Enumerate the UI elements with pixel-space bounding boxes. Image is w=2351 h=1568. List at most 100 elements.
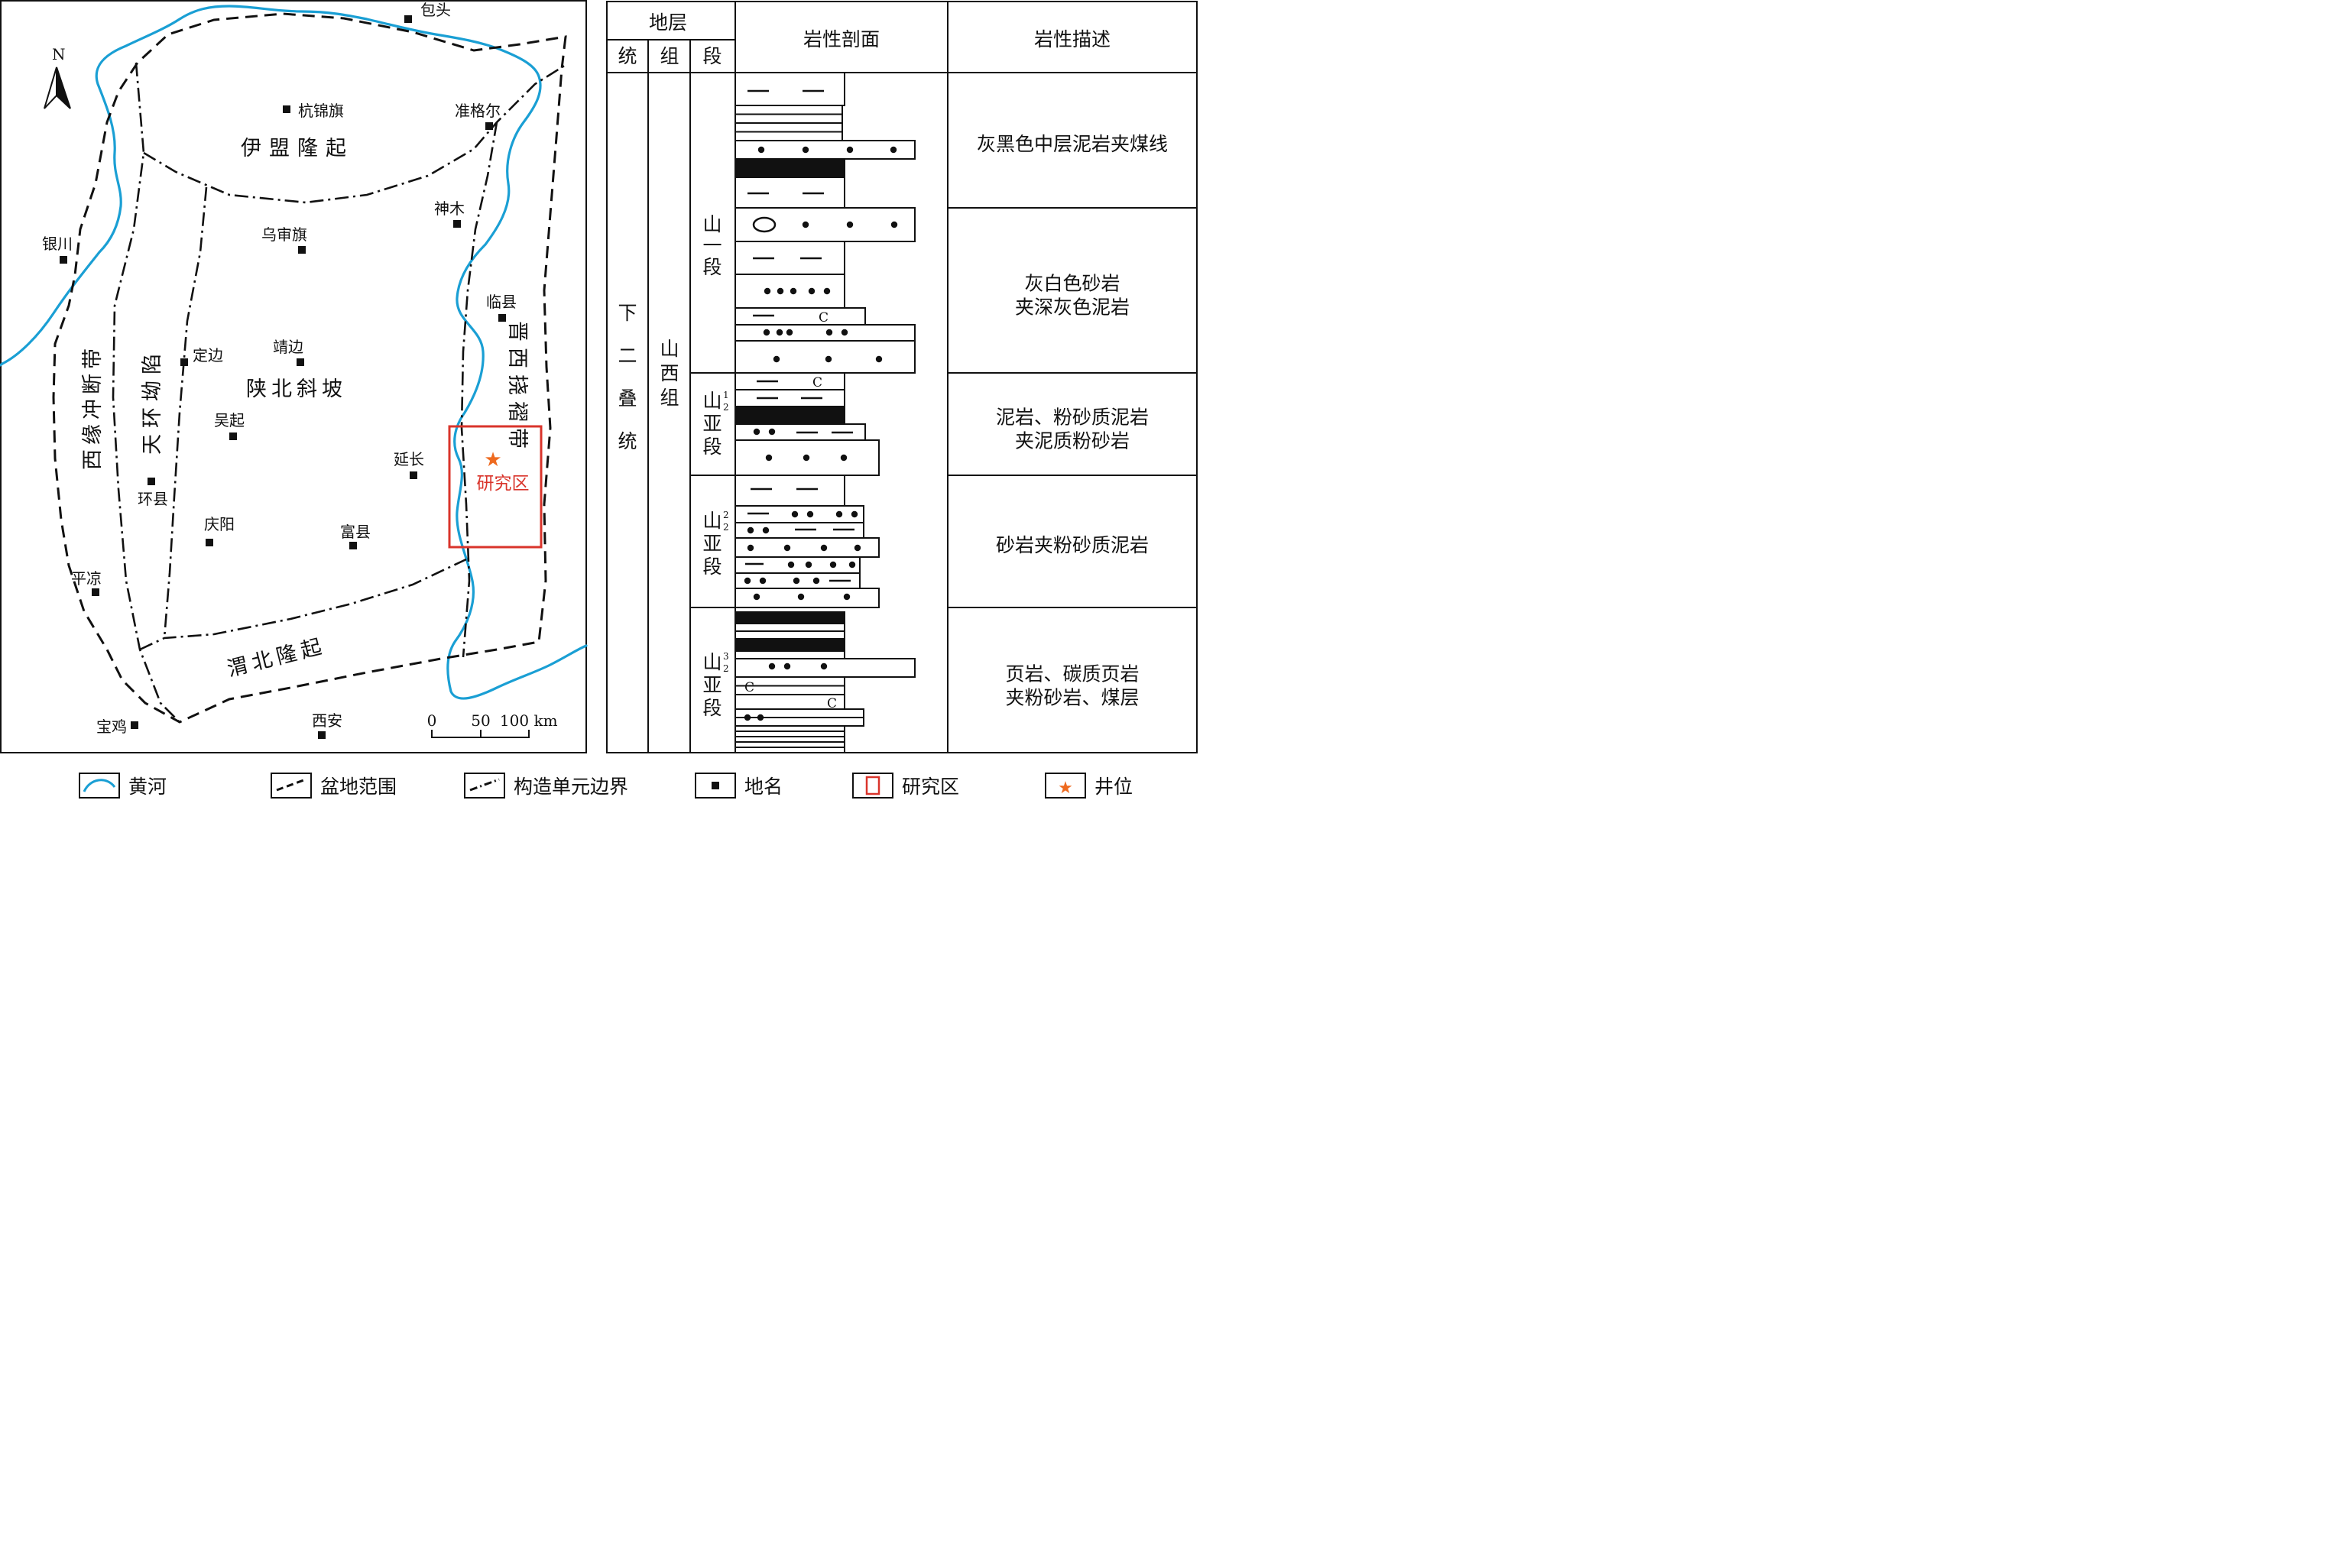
yimeng-uplift-label: 伊盟隆起 bbox=[241, 137, 354, 160]
study-area-box bbox=[448, 425, 543, 549]
series-name-char-0: 下 bbox=[618, 302, 637, 324]
layer-siltmud-4-dot-1 bbox=[805, 561, 812, 569]
layer-mudstone-5 bbox=[734, 475, 845, 507]
place-wushenqi-marker bbox=[298, 246, 306, 254]
layer-sandstone-4-dot-1 bbox=[783, 544, 791, 552]
member-shan22-char-2: 段 bbox=[702, 556, 722, 578]
place-shenmu-marker bbox=[453, 220, 461, 228]
place-baotou-name: 包头 bbox=[420, 1, 451, 19]
header-formation: 组 bbox=[660, 45, 679, 67]
layer-siltmud-1-dot-1 bbox=[768, 428, 776, 436]
place-huanxian-name: 环县 bbox=[138, 490, 168, 508]
north-arrow: N bbox=[44, 45, 71, 109]
layer-sandstone-4-dot-3 bbox=[854, 544, 861, 552]
layer-sandstone-4-dot-2 bbox=[820, 544, 828, 552]
member-shan21-sub: 2 bbox=[723, 402, 729, 413]
layer-sandstone-1 bbox=[734, 140, 916, 160]
layer-siltmud-2-dot-2 bbox=[835, 510, 843, 518]
layer-sandstone-2 bbox=[734, 340, 916, 374]
layer-sandstone-1-dot-1 bbox=[802, 146, 809, 154]
formation-name-char-2: 组 bbox=[660, 387, 679, 409]
layer-siltstone-2-dot-2 bbox=[786, 329, 793, 336]
layer-sandstone-3-dot-1 bbox=[803, 454, 810, 462]
place-jingbian-name: 靖边 bbox=[273, 338, 303, 356]
member-shan1-char-2: 段 bbox=[702, 256, 722, 278]
place-hangjinqi-marker bbox=[283, 105, 290, 113]
member-shan22-char-0: 山 bbox=[702, 510, 722, 532]
place-xian-marker bbox=[318, 731, 326, 739]
layer-conglomerate-1-pebble-icon bbox=[752, 216, 777, 233]
description-0-line-0: 灰黑色中层泥岩夹煤线 bbox=[977, 133, 1168, 155]
layer-siltstone-1-dot-2 bbox=[790, 287, 797, 295]
study-area-label: 研究区 bbox=[477, 474, 530, 494]
member-shan23-sup: 3 bbox=[723, 651, 729, 662]
legend-river-box bbox=[79, 773, 120, 799]
formation-name-char-1: 西 bbox=[660, 362, 679, 384]
place-linxian-name: 临县 bbox=[486, 293, 517, 311]
place-jingbian-marker bbox=[297, 358, 304, 366]
legend-basin-icon bbox=[276, 778, 306, 792]
layer-sandstone-3-dot-2 bbox=[840, 454, 848, 462]
layer-siltstone-1-dot-1 bbox=[777, 287, 784, 295]
place-yinchuan-name: 银川 bbox=[42, 235, 73, 253]
legend-place-icon bbox=[712, 782, 719, 789]
place-pingliang-marker bbox=[92, 588, 99, 596]
map-frame bbox=[0, 0, 587, 753]
tianhuan-depression-label: 天环坳陷 bbox=[141, 348, 164, 455]
north-label: N bbox=[52, 45, 66, 63]
layer-carbmud-1-c-label: C bbox=[819, 310, 829, 326]
scale-unit: km bbox=[533, 711, 557, 730]
place-markers: 包头杭锦旗准格尔神木乌审旗银川临县定边靖边吴起延长环县庆阳富县平凉宝鸡西安 bbox=[42, 1, 517, 739]
layer-siltstone-2-dot-1 bbox=[776, 329, 783, 336]
layer-siltmud-2-dot-1 bbox=[806, 510, 814, 518]
scale-tick-100: 100 bbox=[500, 711, 529, 730]
layer-siltstone-1-dot-4 bbox=[823, 287, 831, 295]
scale-tick-0: 0 bbox=[427, 711, 437, 730]
layer-carbshale-2-c-label: C bbox=[827, 696, 837, 711]
place-hangjinqi-name: 杭锦旗 bbox=[298, 102, 344, 120]
member-shan21-char-2: 段 bbox=[702, 436, 722, 458]
layer-siltstone-2-dot-3 bbox=[825, 329, 833, 336]
layer-siltmud-3-dot-0 bbox=[747, 526, 754, 534]
basin-boundary bbox=[52, 12, 567, 724]
place-yanchang-name: 延长 bbox=[394, 450, 424, 468]
layer-siltmud-4-dot-3 bbox=[848, 561, 856, 569]
member-shan23-char-2: 段 bbox=[702, 697, 722, 719]
place-fuxian-name: 富县 bbox=[340, 523, 371, 541]
legend-river-icon bbox=[83, 779, 116, 792]
place-baoji-marker bbox=[131, 721, 138, 729]
layer-carbmud-2-c-label: C bbox=[812, 375, 822, 390]
place-wuqi-marker bbox=[229, 432, 237, 440]
layer-sandstone-2-dot-0 bbox=[773, 355, 780, 363]
place-xian-name: 西安 bbox=[312, 711, 342, 730]
place-qingyang-name: 庆阳 bbox=[204, 515, 235, 533]
member-shan23-char-0: 山 bbox=[702, 651, 722, 673]
member-shan22-sub: 2 bbox=[723, 522, 729, 533]
lithology-profile: C C C C bbox=[734, 72, 916, 753]
layer-conglomerate-1-dot-2 bbox=[890, 221, 898, 228]
layer-siltstone-3-dot-0 bbox=[768, 663, 776, 670]
series-name-char-3: 统 bbox=[618, 430, 637, 452]
member-shan1-char-0: 山 bbox=[702, 213, 722, 235]
member-shan21-char-1: 亚 bbox=[702, 413, 722, 435]
layer-siltmud-5-dot-1 bbox=[759, 577, 767, 585]
layer-siltstone-1-dot-3 bbox=[808, 287, 816, 295]
member-shan22-char-1: 亚 bbox=[702, 533, 722, 555]
description-1-line-1: 夹深灰色泥岩 bbox=[1015, 296, 1130, 319]
place-yanchang-marker bbox=[410, 471, 417, 479]
layer-sandstone-1-dot-3 bbox=[890, 146, 897, 154]
well-star-icon: ★ bbox=[484, 449, 501, 471]
legend-river-label: 黄河 bbox=[128, 776, 167, 798]
layer-siltstone-1-dot-0 bbox=[764, 287, 771, 295]
layer-carbshale-1-c-label: C bbox=[744, 680, 754, 695]
legend-place-label: 地名 bbox=[744, 776, 783, 798]
legend-well-star-icon: ★ bbox=[1058, 779, 1073, 798]
place-fuxian-marker bbox=[349, 542, 357, 549]
layer-conglomerate-1-dot-0 bbox=[802, 221, 809, 228]
xiyuan-thrust-belt-label: 西缘冲断带 bbox=[81, 344, 105, 470]
layer-siltmud-2-dot-3 bbox=[851, 510, 858, 518]
place-dingbian-marker bbox=[180, 358, 188, 366]
layer-siltstone-2-dot-4 bbox=[841, 329, 848, 336]
place-qingyang-marker bbox=[206, 539, 213, 546]
layer-sandstone-3-dot-0 bbox=[765, 454, 773, 462]
